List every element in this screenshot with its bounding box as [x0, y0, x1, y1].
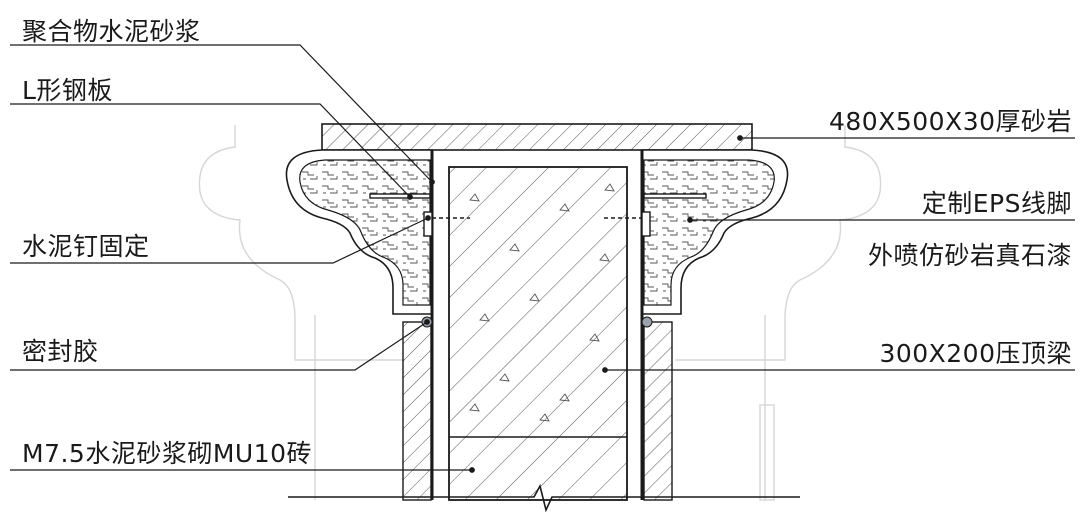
label-polymer-mortar: 聚合物水泥砂浆	[22, 17, 201, 46]
brick-wall-left	[402, 321, 432, 501]
ghost-profile	[198, 125, 882, 501]
leaders-right	[602, 135, 1075, 373]
brick-wall-right	[643, 321, 673, 501]
leaders-left	[10, 44, 475, 473]
ground-line	[288, 483, 800, 513]
label-masonry: M7.5水泥砂浆砌MU10砖	[22, 439, 312, 468]
label-cement-nail: 水泥钉固定	[22, 232, 150, 261]
label-eps-molding: 定制EPS线脚	[922, 189, 1072, 218]
concrete-beam	[448, 166, 628, 501]
sealant-right	[641, 316, 653, 328]
label-stone-paint: 外喷仿砂岩真石漆	[868, 241, 1072, 270]
eps-molding-right	[643, 159, 775, 306]
eps-molding-left	[299, 159, 431, 306]
label-sandstone-cap: 480X500X30厚砂岩	[829, 107, 1072, 136]
concrete-aggregate	[469, 183, 615, 422]
label-beam: 300X200压顶梁	[879, 339, 1072, 368]
sandstone-cap	[321, 123, 753, 151]
steel-flanges	[369, 193, 707, 237]
label-sealant: 密封胶	[22, 337, 99, 366]
label-l-steel-plate: L形钢板	[22, 76, 113, 105]
